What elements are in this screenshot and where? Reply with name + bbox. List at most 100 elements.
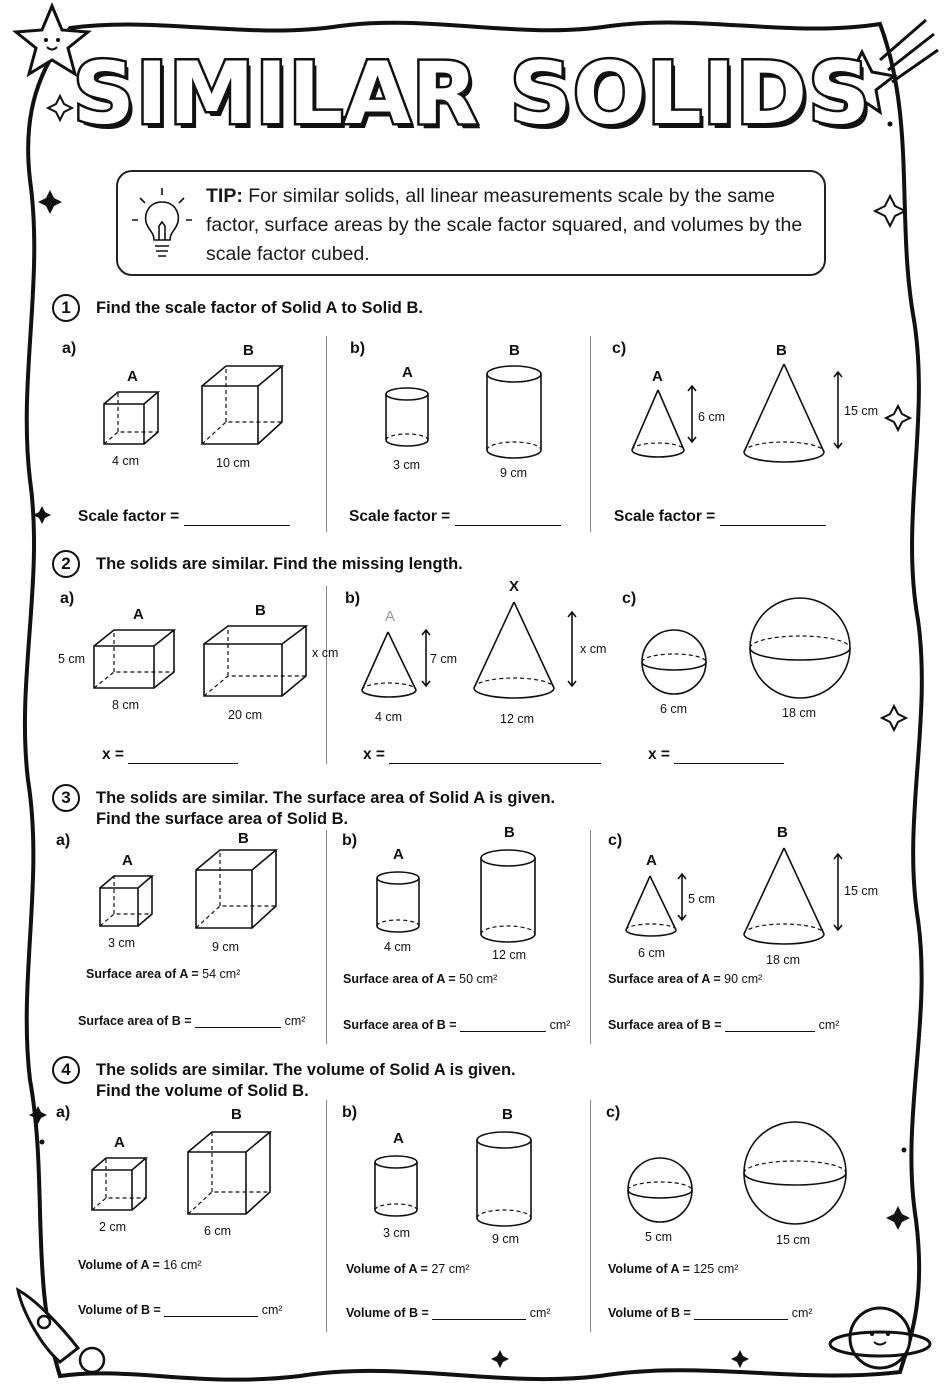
unit-label: cm² — [529, 1306, 551, 1320]
answer-blank[interactable] — [674, 763, 785, 764]
answer-row: x = — [648, 746, 785, 764]
answer-label: Surface area of B = — [78, 1014, 192, 1028]
part-label: a) — [60, 590, 75, 607]
answer-blank[interactable] — [195, 1027, 282, 1028]
solid-b-label: B — [238, 830, 249, 847]
part-label: c) — [612, 340, 627, 357]
column-divider — [326, 586, 327, 764]
tip-body: For similar solids, all linear measureme… — [206, 185, 803, 265]
dimension-label: 6 cm — [638, 946, 666, 960]
answer-blank[interactable] — [460, 1031, 547, 1032]
solid-b-label: B — [231, 1106, 242, 1123]
question-1-text: Find the scale factor of Solid A to Soli… — [96, 299, 423, 317]
answer-row: Volume of B = cm² — [346, 1306, 551, 1320]
sphere-a — [627, 1157, 693, 1223]
question-4-text: The solids are similar. The volume of So… — [96, 1061, 516, 1079]
dimension-label: 3 cm — [383, 1226, 411, 1240]
cube-a — [103, 391, 161, 445]
sparkle-icon — [29, 93, 913, 1368]
given-value: Volume of A = 125 cm² — [608, 1262, 738, 1276]
answer-blank[interactable] — [719, 525, 826, 526]
cube-b — [187, 1131, 273, 1215]
given-value: Surface area of A = 50 cm² — [343, 972, 497, 986]
part-label: b) — [345, 590, 361, 607]
dimension-label: 15 cm — [844, 884, 879, 898]
cylinder-b — [476, 1131, 532, 1227]
unit-label: cm² — [261, 1303, 283, 1317]
answer-blank[interactable] — [128, 763, 239, 764]
planet-icon — [828, 1306, 932, 1370]
given-value: Surface area of A = 90 cm² — [608, 972, 762, 986]
sphere-b — [749, 597, 851, 699]
answer-label: Surface area of B = — [608, 1018, 722, 1032]
dimension-label: x cm — [580, 642, 607, 656]
cube-b — [201, 365, 285, 445]
answer-row: Volume of B = cm² — [608, 1306, 813, 1320]
part-label: b) — [342, 1104, 358, 1121]
question-number: 3 — [52, 784, 80, 812]
star-icon — [12, 2, 92, 78]
cube-a — [91, 1157, 149, 1211]
part-label: c) — [608, 832, 623, 849]
part-label: c) — [622, 590, 637, 607]
answer-row: Scale factor = — [78, 508, 290, 526]
answer-blank[interactable] — [725, 1031, 816, 1032]
sphere-a — [641, 629, 707, 695]
answer-blank[interactable] — [454, 525, 561, 526]
answer-label: Volume of B = — [346, 1306, 429, 1320]
answer-blank[interactable] — [432, 1319, 527, 1320]
answer-label: Surface area of B = — [343, 1018, 457, 1032]
cone-a — [631, 389, 685, 458]
given-value: Volume of A = 27 cm² — [346, 1262, 470, 1276]
answer-blank[interactable] — [389, 763, 602, 764]
cone-a — [361, 631, 417, 698]
given-number: 16 cm² — [163, 1258, 202, 1272]
cone-b — [743, 847, 825, 945]
given-number: 27 cm² — [431, 1262, 470, 1276]
solid-b-label: B — [509, 342, 520, 359]
answer-row: Scale factor = — [614, 508, 826, 526]
prism-a — [93, 629, 177, 689]
dimension-label: x cm — [312, 646, 339, 660]
cone-a — [625, 875, 677, 937]
unit-label: cm² — [549, 1018, 571, 1032]
dimension-label: 6 cm — [698, 410, 726, 424]
height-arrow — [833, 852, 843, 932]
dimension-label: 5 cm — [688, 892, 716, 906]
answer-blank[interactable] — [183, 525, 290, 526]
answer-row: Volume of B = cm² — [78, 1303, 283, 1317]
given-label: Surface area of A = — [608, 972, 725, 986]
question-number: 1 — [52, 294, 80, 322]
height-arrow — [421, 628, 431, 688]
answer-row: Scale factor = — [349, 508, 561, 526]
dimension-label: 4 cm — [375, 710, 403, 724]
answer-label: Scale factor = — [349, 508, 451, 525]
prism-b — [203, 625, 309, 697]
dimension-label: 2 cm — [99, 1220, 127, 1234]
given-label: Volume of A = — [346, 1262, 432, 1276]
rocket-icon — [15, 1287, 106, 1374]
dimension-label: 8 cm — [112, 698, 140, 712]
dimension-label: 20 cm — [228, 708, 263, 722]
answer-row: Surface area of B = cm² — [608, 1018, 839, 1032]
given-value: Surface area of A = 54 cm² — [86, 967, 240, 981]
dimension-label: 4 cm — [112, 454, 140, 468]
dimension-label: 3 cm — [108, 936, 136, 950]
answer-blank[interactable] — [694, 1319, 789, 1320]
height-arrow — [687, 384, 697, 444]
solid-a-label: A — [133, 606, 144, 623]
solid-b-label: B — [777, 824, 788, 841]
cylinder-a — [376, 871, 420, 933]
cylinder-a — [385, 387, 429, 447]
part-label: a) — [56, 1104, 71, 1121]
dimension-label: 5 cm — [58, 652, 86, 666]
given-label: Volume of A = — [608, 1262, 694, 1276]
height-arrow — [567, 610, 577, 688]
solid-b-label: B — [504, 824, 515, 841]
answer-blank[interactable] — [164, 1316, 259, 1317]
shooting-star-icon — [826, 18, 939, 116]
solid-a-label: A — [393, 846, 404, 863]
cylinder-b — [486, 365, 542, 459]
cube-a — [99, 875, 155, 927]
